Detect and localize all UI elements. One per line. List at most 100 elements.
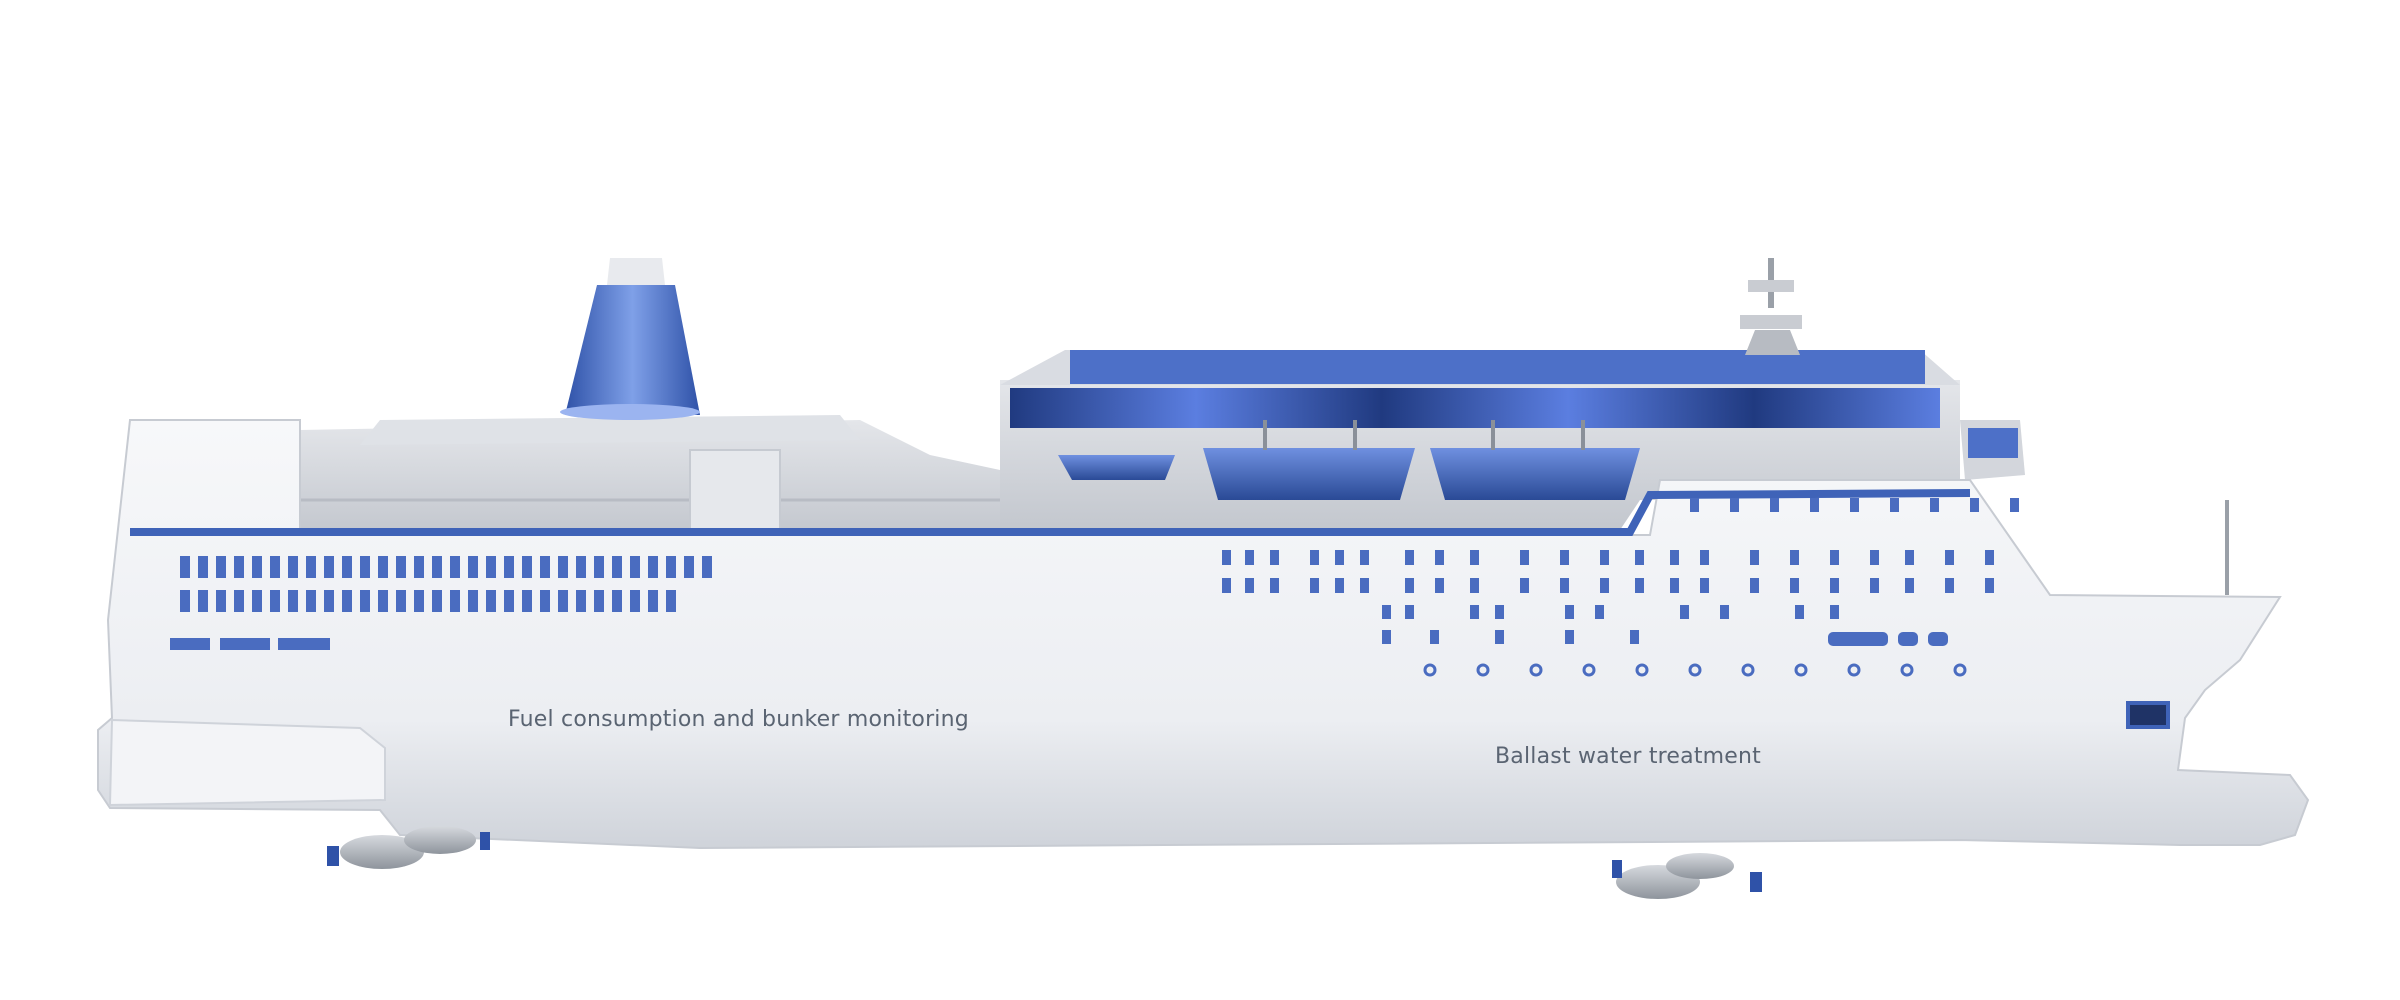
window bbox=[1245, 550, 1254, 565]
windows bbox=[170, 498, 2019, 677]
porthole bbox=[1741, 663, 1755, 677]
window bbox=[1495, 630, 1504, 644]
window bbox=[1520, 578, 1529, 593]
window bbox=[1405, 578, 1414, 593]
hull bbox=[97, 419, 2310, 850]
window bbox=[1245, 578, 1254, 593]
porthole bbox=[1953, 663, 1967, 677]
window bbox=[1405, 550, 1414, 565]
window bbox=[1930, 498, 1939, 512]
window bbox=[558, 590, 568, 612]
window bbox=[1690, 498, 1699, 512]
window bbox=[216, 556, 226, 578]
window bbox=[252, 590, 262, 612]
window bbox=[414, 590, 424, 612]
porthole bbox=[1529, 663, 1543, 677]
window bbox=[540, 556, 550, 578]
funnel bbox=[560, 258, 700, 420]
porthole bbox=[1582, 663, 1596, 677]
porthole bbox=[1847, 663, 1861, 677]
window bbox=[180, 556, 190, 578]
window bbox=[1635, 578, 1644, 593]
window bbox=[1750, 550, 1759, 565]
window bbox=[252, 556, 262, 578]
window bbox=[648, 590, 658, 612]
window bbox=[576, 590, 586, 612]
window bbox=[324, 590, 334, 612]
window bbox=[1795, 605, 1804, 619]
window bbox=[234, 556, 244, 578]
window bbox=[288, 590, 298, 612]
window bbox=[1630, 630, 1639, 644]
window bbox=[1680, 605, 1689, 619]
window bbox=[630, 556, 640, 578]
window bbox=[1470, 578, 1479, 593]
window bbox=[504, 590, 514, 612]
window bbox=[1970, 498, 1979, 512]
ballast-water-label[interactable]: Ballast water treatment bbox=[1495, 744, 1761, 769]
porthole bbox=[1476, 663, 1490, 677]
window bbox=[504, 556, 514, 578]
window bbox=[1470, 550, 1479, 565]
window bbox=[612, 590, 622, 612]
window bbox=[1310, 578, 1319, 593]
window bbox=[198, 556, 208, 578]
window bbox=[1360, 578, 1369, 593]
window bbox=[324, 556, 334, 578]
window bbox=[414, 556, 424, 578]
window bbox=[1222, 550, 1231, 565]
window bbox=[1270, 550, 1279, 565]
window bbox=[180, 590, 190, 612]
window bbox=[1560, 550, 1569, 565]
window bbox=[342, 590, 352, 612]
window bbox=[1565, 605, 1574, 619]
window bbox=[1905, 578, 1914, 593]
window bbox=[1985, 578, 1994, 593]
window bbox=[432, 590, 442, 612]
window bbox=[1790, 550, 1799, 565]
window bbox=[1870, 578, 1879, 593]
window bbox=[360, 556, 370, 578]
window bbox=[450, 590, 460, 612]
window bbox=[1770, 498, 1779, 512]
window bbox=[288, 556, 298, 578]
window bbox=[1595, 605, 1604, 619]
window bbox=[342, 556, 352, 578]
window bbox=[1730, 498, 1739, 512]
porthole bbox=[1794, 663, 1808, 677]
window bbox=[216, 590, 226, 612]
window bbox=[666, 590, 676, 612]
window bbox=[468, 590, 478, 612]
fuel-monitoring-label[interactable]: Fuel consumption and bunker monitoring bbox=[508, 707, 969, 732]
window bbox=[1405, 605, 1414, 619]
window bbox=[1905, 550, 1914, 565]
window bbox=[1520, 550, 1529, 565]
porthole bbox=[1688, 663, 1702, 677]
window bbox=[1750, 578, 1759, 593]
window bbox=[1945, 550, 1954, 565]
propulsion-pods bbox=[327, 826, 1762, 899]
window bbox=[1600, 578, 1609, 593]
window bbox=[702, 556, 712, 578]
window bbox=[522, 556, 532, 578]
window bbox=[1790, 578, 1799, 593]
window bbox=[594, 556, 604, 578]
window bbox=[306, 590, 316, 612]
window bbox=[1850, 498, 1859, 512]
window bbox=[270, 556, 280, 578]
window bbox=[522, 590, 532, 612]
window bbox=[1470, 605, 1479, 619]
window bbox=[1830, 578, 1839, 593]
window bbox=[1382, 630, 1391, 644]
window bbox=[234, 590, 244, 612]
window bbox=[1560, 578, 1569, 593]
window bbox=[1810, 498, 1819, 512]
window bbox=[1430, 630, 1439, 644]
window bbox=[1600, 550, 1609, 565]
window bbox=[630, 590, 640, 612]
porthole bbox=[1900, 663, 1914, 677]
window bbox=[1830, 605, 1839, 619]
window bbox=[576, 556, 586, 578]
window bbox=[1720, 605, 1729, 619]
